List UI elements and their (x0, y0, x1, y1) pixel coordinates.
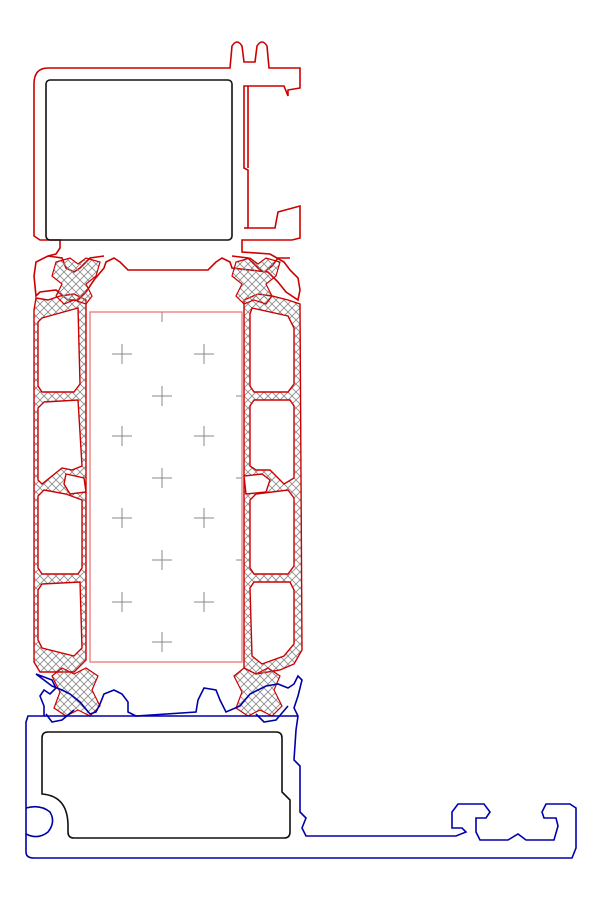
right-insulating-bar (243, 293, 303, 675)
top-hollow-chamber (45, 79, 233, 241)
bottom-profile-outline (25, 673, 577, 859)
bottom-hollow-chamber (41, 731, 291, 839)
top-right-connector (231, 257, 281, 305)
bottom-left-connector (51, 667, 101, 717)
bottom-right-connector (233, 667, 283, 717)
screw-port (25, 805, 54, 838)
top-profile-outline (33, 41, 301, 302)
top-left-connector (51, 257, 101, 305)
insulation-marks (112, 312, 242, 652)
left-insulating-bar (33, 293, 87, 673)
insulation-core (89, 311, 243, 663)
bottom-aluminium-profile (25, 673, 577, 859)
